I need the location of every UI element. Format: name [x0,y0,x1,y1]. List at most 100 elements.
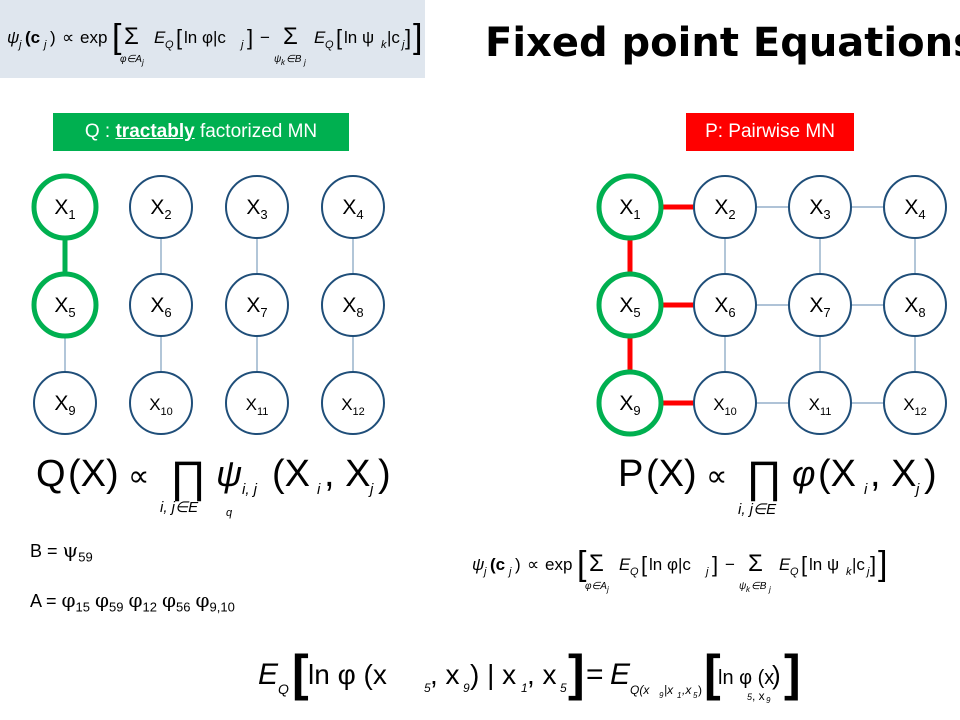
top-formula-e2-sub: Q [325,39,334,51]
left-node-x6 [129,273,193,337]
left-node-x3 [225,175,289,239]
left-node-label-x12: X12 [341,395,365,418]
right-node-label-sub: 9 [633,403,640,418]
q-formula-fn: ψ [216,453,242,494]
left-node-label-x11: X11 [246,395,269,418]
left-node-x4 [321,175,385,239]
page-title: Fixed point Equations [485,20,960,66]
left-node-label-x8: X8 [342,294,363,320]
bottom-eq: = [586,658,604,691]
a-term-sub: 56 [176,599,191,615]
left-node-label-x9: X9 [54,392,75,418]
bottom-e2-comma: ,x [682,683,692,697]
bottom-bracket2-close: ] [784,645,801,701]
left-node-label-base: X [149,395,160,414]
q-label-suffix: factorized MN [194,121,318,142]
right-node-label-x7: X7 [809,294,830,320]
right-node-label-x11: X11 [809,395,832,418]
left-node-label-base: X [246,196,260,219]
right-node-label-base: X [904,294,918,317]
left-node-x1 [31,173,99,241]
bracket2-close: ] [405,25,411,50]
bottom-e: E [258,658,279,691]
mid-formula-ln1-sub: j [704,566,709,578]
left-node-x2 [129,175,193,239]
bottom-l1-comma: , x [430,659,460,690]
left-node-x7 [225,273,289,337]
top-formula-sum2-sub-j: j [303,58,306,67]
right-node-label-x6: X6 [714,294,735,320]
bottom-e2-s1: 1 [677,691,681,700]
left-node-x12 [321,371,385,435]
phi-symbol: φ [195,588,210,612]
left-node-label-base: X [246,294,260,317]
top-formula-ln2-k: k [381,39,387,51]
right-node-label-sub: 7 [823,305,830,320]
left-node-label-x6: X6 [150,294,171,320]
right-node-label-base: X [619,294,633,317]
mid-formula-sum2-sub-in: ∈B [751,581,767,592]
bottom-l2-end: ) [772,660,781,690]
mid-formula-sum2-sub: ψ [739,581,747,592]
q-formula-args: (X [272,453,310,495]
bottom-l1-s9: 9 [463,681,470,695]
bottom-bracket-close: ] [568,645,585,701]
top-formula-ln1: ln φ|c [184,28,226,47]
top-formula-prop: ∝ [62,28,74,47]
bottom-formula: E Q [ ln φ (x 5 , x 9 ) | x 1 , x 5 ] = … [258,645,801,705]
right-node-x9 [596,369,664,437]
bracket-mid-open: [ [176,25,182,50]
right-node-label-base: X [809,294,823,317]
bracket-mid-close: ] [247,25,253,50]
right-node-label-base: X [714,196,728,219]
left-node-label-x10: X10 [149,395,173,418]
left-node-label-base: X [150,196,164,219]
q-label-mid: : [99,121,116,142]
top-formula-lhs-arg: (c [25,28,40,47]
top-formula-ln2-j: j [400,39,405,51]
top-formula-sum2-sub-k: k [281,58,286,67]
q-formula-lhs: Q [36,453,66,495]
bottom-l2-s9: 9 [766,696,771,705]
left-node-label-x4: X4 [342,196,363,222]
p-formula-args: (X [818,453,856,495]
bottom-bracket2-open: [ [704,645,721,701]
right-node-x5 [596,271,664,339]
p-formula-fn: φ [792,453,815,494]
right-node-label-sub: 3 [823,207,830,222]
right-node-label-x8: X8 [904,294,925,320]
top-formula: ψ j (c j ) ∝ exp [ Σ φ∈A j E Q [ ln φ|c … [7,18,422,67]
left-node-x8 [321,273,385,337]
left-node-label-base: X [54,392,68,415]
bracket-open: [ [112,18,122,56]
left-node-label-sub: 2 [164,207,171,222]
left-node-label-base: X [342,294,356,317]
left-node-label-sub: 4 [356,207,363,222]
top-formula-sum2-sub: ψ [274,54,282,65]
right-node-label-x1: X1 [619,196,640,222]
right-node-label-x3: X3 [809,196,830,222]
bottom-e2-end: ) [698,683,702,697]
right-node-x3 [788,175,852,239]
mid-formula-ln2-j: j [865,566,870,578]
left-node-label-sub: 9 [68,403,75,418]
q-label: Q : tractably factorized MN [53,113,349,151]
p-formula-sub: i, j∈E [738,501,777,518]
phi-symbol: φ [162,588,177,612]
bottom-l1-comma2: , x [527,659,557,690]
bottom-l2: ln φ (x [718,667,774,689]
bracket2-open: [ [336,25,342,50]
top-formula-lhs-arg-sub: j [42,39,47,51]
right-node-label-base: X [713,395,724,414]
top-formula-sum1: Σ [124,23,139,50]
q-formula-arg: (X) [68,453,119,495]
left-node-label-base: X [246,395,257,414]
right-node-label-base: X [619,392,633,415]
mid-formula-exp: exp [545,555,572,574]
left-node-x9 [33,371,97,435]
right-node-label-sub: 4 [918,207,925,222]
mid-formula-e2: E [779,555,791,574]
q-formula-fn-sub: i, j [242,481,258,498]
right-node-x8 [883,273,947,337]
